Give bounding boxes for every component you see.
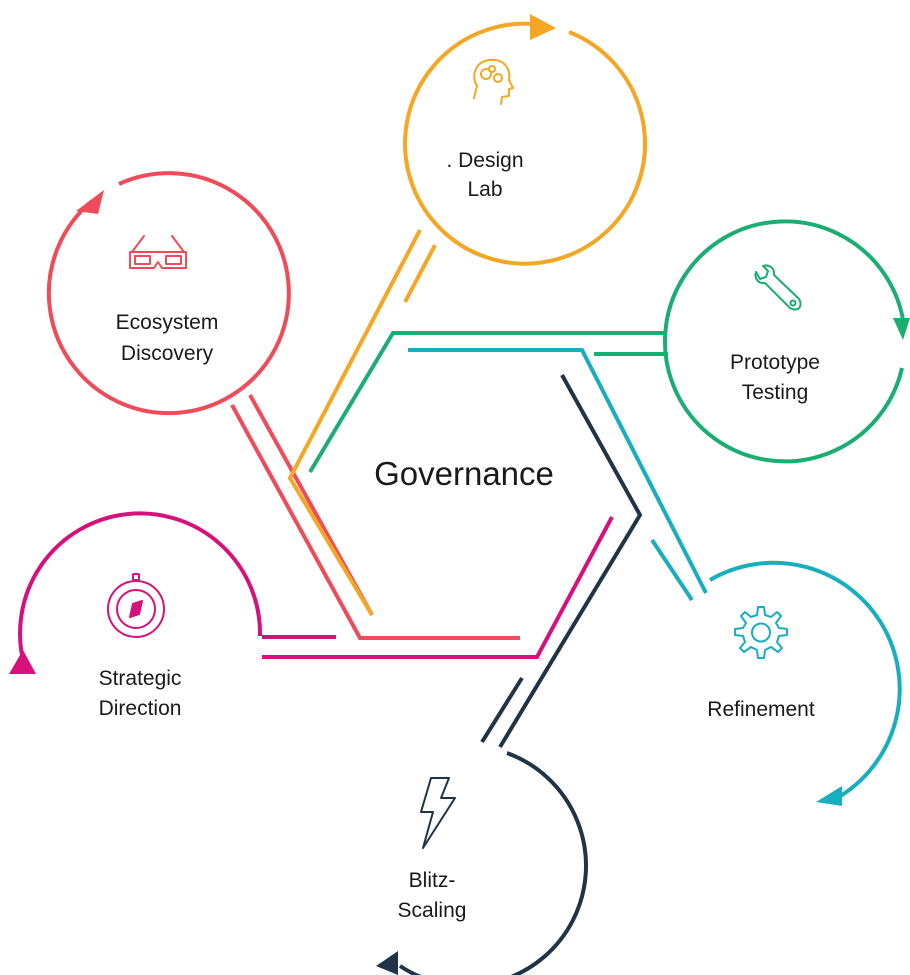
head-gears-icon bbox=[473, 58, 514, 105]
prototype-connector bbox=[308, 331, 668, 474]
design-lab-connector bbox=[287, 229, 437, 617]
design-lab-arrow-icon bbox=[530, 14, 556, 40]
ecosystem-discovery-label-line2: Discovery bbox=[121, 342, 214, 365]
ecosystem-discovery-label-line1: Ecosystem bbox=[116, 311, 219, 334]
ecosystem-connector bbox=[230, 394, 520, 640]
blitz-scaling-label-line1: Blitz- bbox=[409, 869, 456, 892]
prototype-testing-label-line2: Testing bbox=[742, 381, 809, 404]
prototype-testing-ring bbox=[663, 219, 906, 464]
design-lab-ring bbox=[403, 21, 647, 266]
refinement-arrow-icon bbox=[816, 786, 842, 806]
blitz-scaling-node: Blitz- Scaling bbox=[376, 751, 588, 975]
strategic-direction-arrow-icon bbox=[9, 650, 36, 674]
strategic-connector bbox=[262, 516, 614, 659]
ecosystem-discovery-node: Ecosystem Discovery bbox=[46, 171, 291, 416]
refinement-ring bbox=[708, 560, 902, 800]
prototype-testing-node: Prototype Testing bbox=[663, 219, 910, 464]
ecosystem-discovery-ring bbox=[46, 171, 291, 416]
strategic-direction-node: Strategic Direction bbox=[9, 511, 263, 720]
ecosystem-discovery-arrow-icon bbox=[76, 190, 104, 214]
refinement-connector bbox=[408, 348, 708, 602]
strategic-direction-label-line2: Direction bbox=[99, 697, 182, 720]
design-lab-label-line1: . Design bbox=[446, 149, 523, 172]
prototype-testing-arrow-icon bbox=[893, 318, 910, 340]
design-lab-node: . Design Lab bbox=[403, 14, 647, 266]
3d-glasses-icon bbox=[129, 235, 187, 269]
strategic-direction-label-line1: Strategic bbox=[99, 667, 182, 690]
strategic-direction-ring bbox=[18, 511, 263, 665]
compass-icon bbox=[107, 573, 165, 638]
blitz-connector bbox=[480, 374, 643, 749]
blitz-scaling-label-line2: Scaling bbox=[398, 899, 467, 922]
blitz-scaling-arrow-icon bbox=[376, 951, 398, 975]
prototype-testing-label-line1: Prototype bbox=[730, 351, 820, 374]
lightning-icon bbox=[420, 777, 456, 849]
gear-icon bbox=[734, 606, 788, 659]
governance-title: Governance bbox=[374, 455, 554, 492]
design-lab-label-line2: Lab bbox=[467, 178, 502, 201]
wrench-icon bbox=[754, 264, 802, 311]
refinement-node: Refinement bbox=[707, 560, 902, 806]
refinement-label: Refinement bbox=[707, 698, 815, 721]
blitz-scaling-ring bbox=[398, 751, 588, 975]
